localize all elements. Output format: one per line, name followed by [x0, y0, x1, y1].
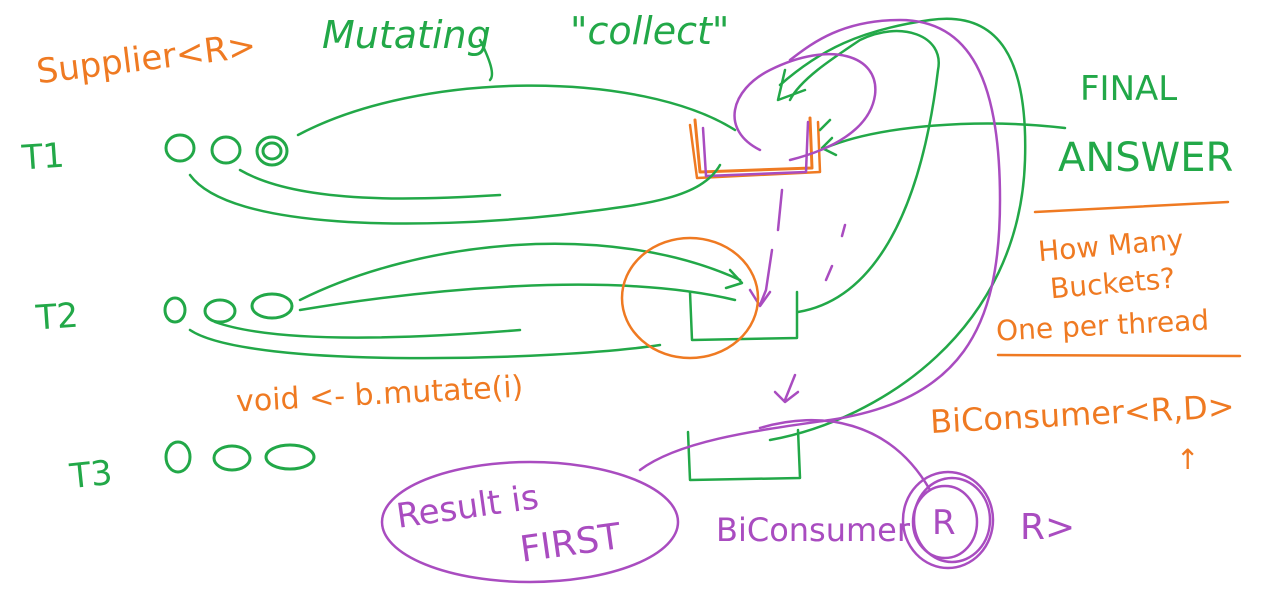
mutating-label: Mutating	[322, 13, 491, 57]
annotations-orange	[620, 200, 1242, 360]
bucket-top	[688, 116, 822, 180]
thread-2-items	[163, 292, 294, 324]
up-arrow-icon: ↑	[1176, 443, 1200, 476]
thread-3-items	[164, 440, 316, 474]
collect-label: "collect"	[570, 9, 730, 53]
final-label: FINAL	[1080, 69, 1178, 109]
flow-arrows-purple	[380, 18, 1002, 584]
bucket-bottom	[686, 428, 802, 482]
biconsumer-rr-label: BiConsumer	[716, 511, 911, 549]
biconsumer-rr-first-type: R	[932, 503, 956, 543]
thread-3-label: T3	[68, 452, 115, 498]
thread-1-label: T1	[20, 135, 66, 179]
flow-arrows-green	[188, 17, 1067, 442]
thread-2-label: T2	[34, 295, 80, 339]
bucket-middle	[688, 290, 799, 342]
biconsumer-rr-second-type: R>	[1020, 507, 1076, 548]
answer-label: ANSWER	[1058, 135, 1234, 181]
thread-1-items	[164, 133, 289, 167]
dash-marks	[824, 223, 847, 282]
